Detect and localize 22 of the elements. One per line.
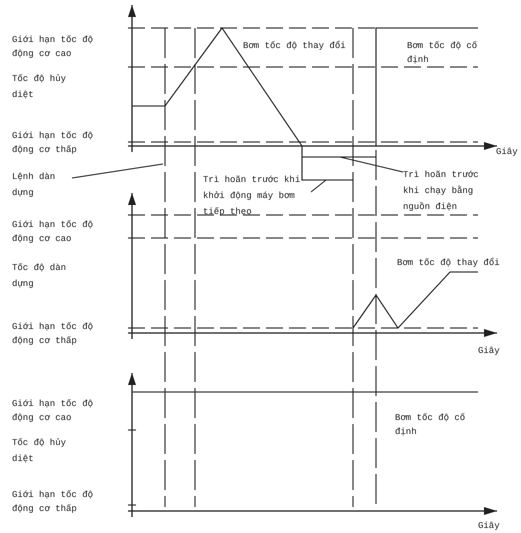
callout-text: Trì hoãn trước khi chạy bằng nguồn điện xyxy=(403,167,495,215)
callout-text: Trì hoãn trước khi khởi động máy bơm tiếp theo xyxy=(203,172,311,220)
leader-line xyxy=(340,156,404,172)
annotation-text: Bơm tốc độ thay đổi xyxy=(243,40,347,53)
callout-text: Lệnh dàn dựng xyxy=(12,169,72,201)
annotation-text: Giới hạn tốc độ động cơ thấp xyxy=(12,321,94,348)
annotation-text: Bơm tốc độ cố định xyxy=(407,40,478,67)
annotation-text: Giới hạn tốc độ động cơ cao xyxy=(12,398,94,425)
annotation-text: Giới hạn tốc độ động cơ thấp xyxy=(12,489,94,516)
annotation-text: Bơm tốc độ thay đổi xyxy=(397,256,501,270)
annotation-text: Tốc độ dàn dựng xyxy=(12,262,68,291)
annotation-text: Tốc độ hủy diệt xyxy=(12,437,68,466)
annotation-text: Tốc độ hủy diệt xyxy=(12,73,68,102)
axis-label: Giây xyxy=(478,345,501,358)
annotation-text: Giới hạn tốc độ động cơ cao xyxy=(12,219,94,246)
axis-label: Giây xyxy=(496,146,519,159)
annotation-text: Giới hạn tốc độ động cơ thấp xyxy=(12,130,94,157)
annotation-text: Bơm tốc độ cố định xyxy=(395,412,466,439)
leader-line xyxy=(72,164,164,178)
annotation-text: Giới hạn tốc độ động cơ cao xyxy=(12,34,94,61)
axis-label: Giây xyxy=(478,520,501,533)
leader-line xyxy=(310,180,326,192)
